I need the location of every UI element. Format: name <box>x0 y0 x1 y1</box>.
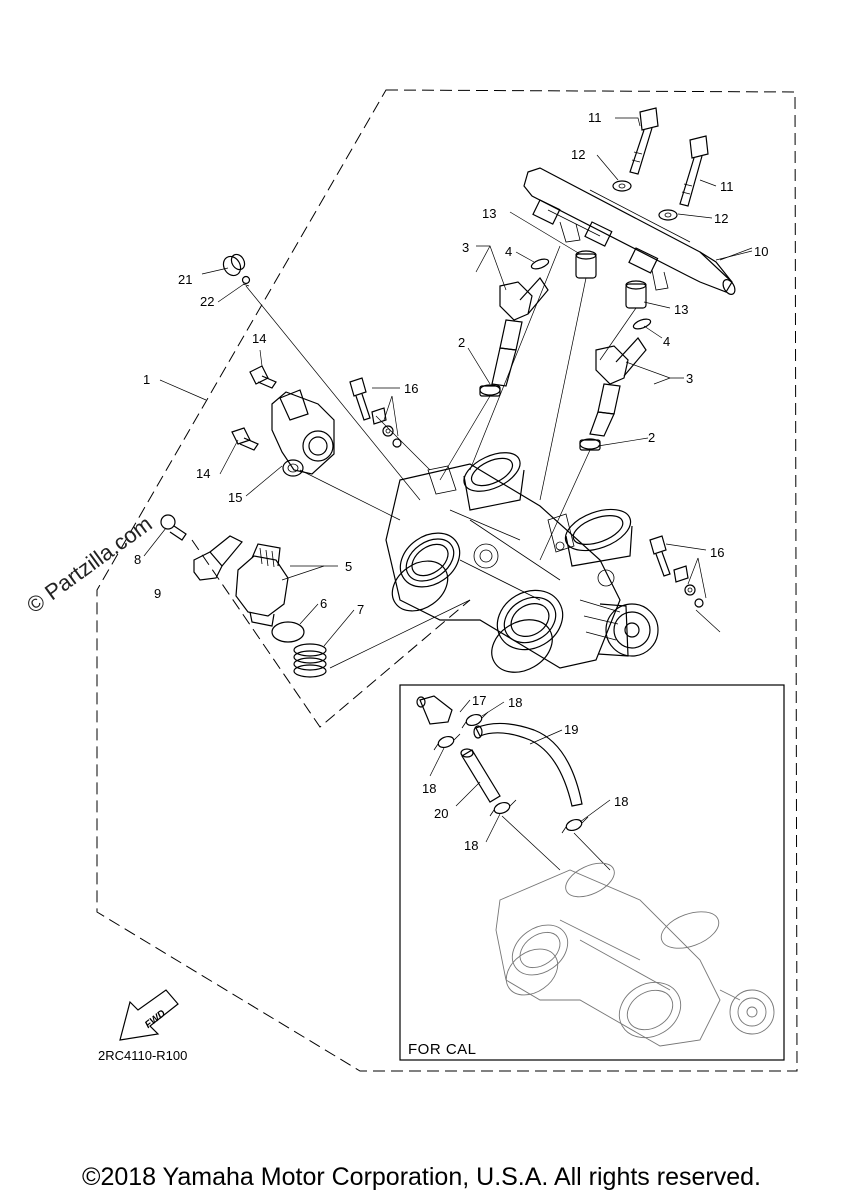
callout-8: 8 <box>134 552 141 567</box>
assembly-boundary <box>96 89 798 1072</box>
callout-2: 2 <box>458 335 465 350</box>
throttle-position-sensor <box>271 389 335 477</box>
sensor-o-ring <box>271 621 305 643</box>
callout-leaders <box>143 117 753 843</box>
callout-1: 1 <box>143 372 150 387</box>
callout-12: 12 <box>571 147 585 162</box>
inset-hose-long <box>473 722 583 807</box>
inset-label: FOR CAL <box>408 1041 477 1058</box>
inset-hose-short <box>460 748 501 803</box>
callout-22: 22 <box>200 294 214 309</box>
bracket-screw <box>160 514 187 541</box>
callout-21: 21 <box>178 272 192 287</box>
callout-4: 4 <box>505 244 512 259</box>
intake-sensor <box>235 543 289 627</box>
inset-clamp-left <box>433 733 461 751</box>
tps-screw-upper <box>249 365 277 389</box>
callout-19: 19 <box>564 722 578 737</box>
callout-3: 3 <box>686 371 693 386</box>
callout-18: 18 <box>614 794 628 809</box>
diagram-code: 2RC4110-R100 <box>98 1048 188 1063</box>
callout-18: 18 <box>508 695 522 710</box>
callout-17: 17 <box>472 693 486 708</box>
callout-18: 18 <box>464 838 478 853</box>
callout-13: 13 <box>674 302 688 317</box>
injector-left <box>479 258 550 397</box>
fwd-label: FWD <box>143 1008 168 1031</box>
rail-bolt-left <box>629 107 659 175</box>
callout-labels: 11 11 12 12 13 13 10 3 4 2 4 3 2 16 16 1… <box>134 110 768 853</box>
inset-frame <box>399 684 785 1061</box>
copyright-notice: ©2018 Yamaha Motor Corporation, U.S.A. A… <box>82 1163 761 1191</box>
callout-15: 15 <box>228 490 242 505</box>
tps-screw-lower <box>231 427 259 451</box>
cap <box>222 253 246 277</box>
inset-throttle-body <box>495 862 775 1047</box>
washer-left <box>612 180 632 192</box>
callout-14: 14 <box>252 331 266 346</box>
fuel-rail <box>523 167 736 295</box>
fwd-arrow-icon: FWD <box>119 989 179 1041</box>
injector-right <box>579 318 652 451</box>
callout-13: 13 <box>482 206 496 221</box>
callout-5: 5 <box>345 559 352 574</box>
callout-6: 6 <box>320 596 327 611</box>
callout-12: 12 <box>714 211 728 226</box>
rail-bolt-right <box>679 135 709 207</box>
spacer-left <box>575 250 597 279</box>
sensor-group-boundary <box>191 539 471 728</box>
callout-16: 16 <box>710 545 724 560</box>
callout-9: 9 <box>154 586 161 601</box>
inset-fitting <box>416 695 453 725</box>
washer-right <box>658 209 678 221</box>
callout-4: 4 <box>663 334 670 349</box>
sensor-spring <box>293 643 327 678</box>
idle-screw-set-upper <box>349 377 402 448</box>
callout-10: 10 <box>754 244 768 259</box>
spacer-right <box>625 280 647 309</box>
callout-20: 20 <box>434 806 448 821</box>
callout-14: 14 <box>196 466 210 481</box>
sensor-bracket <box>193 535 243 581</box>
throttle-body <box>385 452 659 673</box>
callout-11: 11 <box>588 110 602 125</box>
callout-11: 11 <box>720 179 734 194</box>
inset-clamp-lower <box>489 799 517 817</box>
callout-3: 3 <box>462 240 469 255</box>
callout-18: 18 <box>422 781 436 796</box>
idle-screw-set-lower <box>649 535 704 608</box>
callout-2: 2 <box>648 430 655 445</box>
callout-7: 7 <box>357 602 364 617</box>
inset-clamp-right <box>561 816 589 834</box>
callout-16: 16 <box>404 381 418 396</box>
